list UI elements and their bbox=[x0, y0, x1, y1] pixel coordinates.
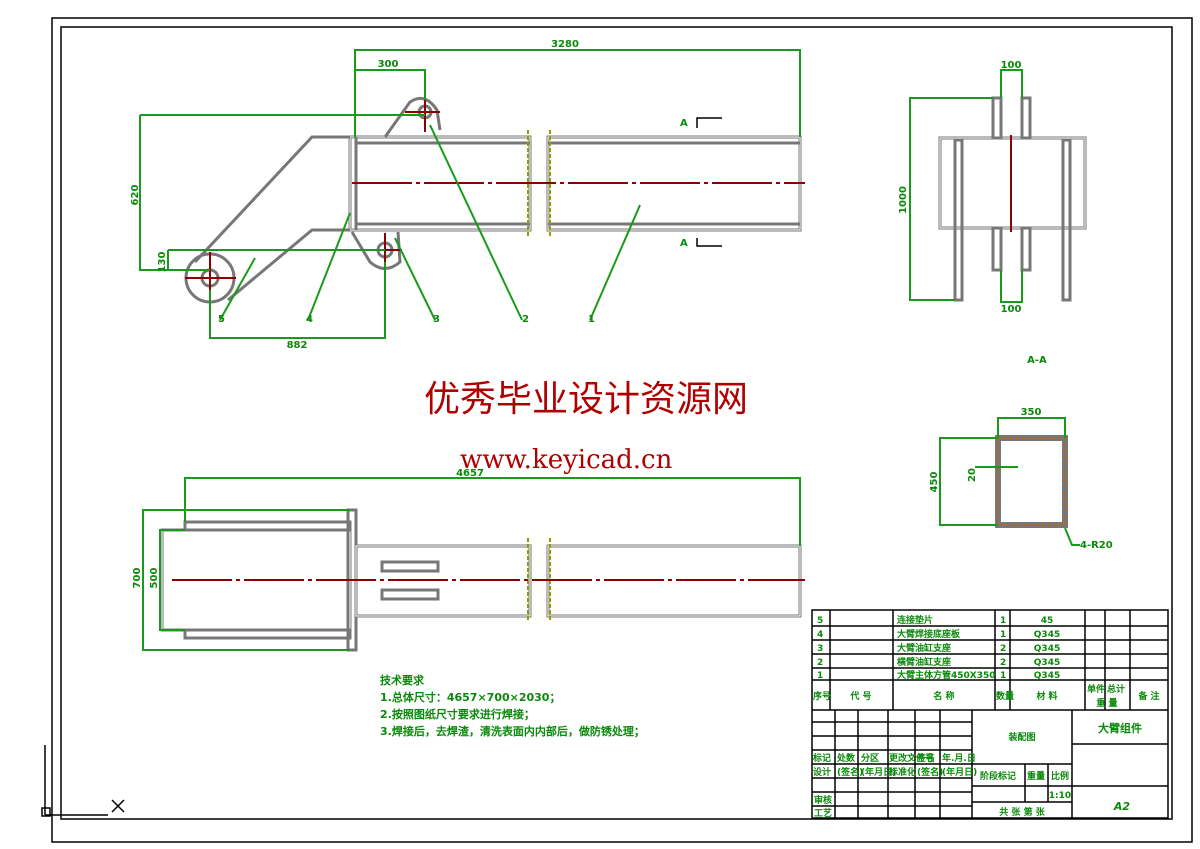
watermark-url: www.keyicad.cn bbox=[460, 445, 673, 475]
watermark-title: 优秀毕业设计资源网 bbox=[424, 379, 749, 420]
bom-qty: 1 bbox=[1000, 630, 1006, 640]
sheet-size: A2 bbox=[1113, 800, 1131, 813]
dim-side-height: 1000 bbox=[898, 186, 909, 214]
part-label-1: 1 bbox=[588, 314, 595, 325]
dim-bottom-length: 4657 bbox=[456, 468, 484, 479]
tech-requirement-item: 3.焊接后，去焊渣，清洗表面内内部后，做防锈处理； bbox=[380, 725, 645, 738]
weight-label: 重量 bbox=[1027, 770, 1045, 782]
bom-header-material: 材 料 bbox=[1035, 690, 1057, 702]
sign-label: 设计 bbox=[813, 766, 831, 778]
section-view: A-A 350 450 20 4-R20 bbox=[929, 355, 1113, 551]
sign-label: 标准化 bbox=[888, 766, 916, 778]
dim-bottom-outer: 700 bbox=[132, 568, 143, 589]
dim-base-span: 882 bbox=[287, 340, 308, 351]
tech-requirement-item: 1.总体尺寸：4657×700×2030； bbox=[380, 691, 561, 704]
dim-radius: 4-R20 bbox=[1080, 540, 1113, 551]
bom-header-total: 总计 bbox=[1107, 683, 1125, 695]
bom-header-name: 名 称 bbox=[933, 690, 954, 702]
outer-frame bbox=[51, 17, 1193, 843]
bom-material: Q345 bbox=[1034, 658, 1060, 668]
ucs-icon bbox=[41, 745, 125, 817]
sheets-label: 共 张 第 张 bbox=[999, 806, 1045, 818]
bom-material: 45 bbox=[1041, 616, 1054, 626]
rev-label: 年.月.日 bbox=[942, 752, 976, 764]
front-view-dimensions: 3280 300 620 130 882 bbox=[130, 39, 801, 351]
dim-wall: 20 bbox=[967, 468, 978, 482]
dim-bottom-inner: 500 bbox=[149, 568, 160, 589]
bom-qty: 1 bbox=[1000, 616, 1006, 626]
bom-header-unit: 单件 bbox=[1087, 683, 1105, 695]
bom-material: Q345 bbox=[1034, 671, 1060, 681]
dim-height: 620 bbox=[130, 185, 141, 206]
section-mark-bottom: A bbox=[680, 238, 688, 249]
sign-label: (签名) bbox=[917, 766, 943, 778]
process-label: 工艺 bbox=[814, 807, 832, 819]
dim-section-height: 450 bbox=[929, 472, 940, 493]
bom-name: 大臂主体方管450X350 bbox=[897, 669, 996, 681]
rev-label: 签名 bbox=[916, 752, 935, 764]
bom-no: 5 bbox=[817, 616, 823, 626]
bom-qty: 2 bbox=[1000, 658, 1006, 668]
part-leaders: 1 2 3 4 5 bbox=[218, 124, 641, 325]
bom-header: 序号 代 号 名 称 数量 材 料 单件 总计 重 量 备 注 bbox=[813, 683, 1160, 709]
review-label: 审核 bbox=[814, 794, 832, 806]
ratio-label: 比例 bbox=[1051, 770, 1069, 782]
top-view: 4657 700 500 bbox=[132, 468, 805, 652]
dim-pin-offset: 300 bbox=[378, 59, 399, 70]
drawing-type: 装配图 bbox=[1007, 731, 1035, 743]
bom-rows: 5 连接垫片 1 45 4 大臂焊接底座板 1 Q345 3 大臂油缸支座 2 … bbox=[817, 614, 1060, 681]
dim-section-width: 350 bbox=[1021, 407, 1042, 418]
bom-no: 1 bbox=[817, 671, 823, 681]
part-label-5: 5 bbox=[218, 314, 225, 325]
part-name: 大臂组件 bbox=[1098, 721, 1142, 735]
bom-name: 连接垫片 bbox=[897, 614, 933, 626]
rev-label: 处数 bbox=[836, 752, 856, 764]
tech-requirement-item: 2.按照图纸尺寸要求进行焊接； bbox=[380, 708, 535, 721]
bom-material: Q345 bbox=[1034, 644, 1060, 654]
bom-name: 大臂焊接底座板 bbox=[897, 628, 961, 640]
bom-qty: 1 bbox=[1000, 671, 1006, 681]
bom-header-weight: 重 量 bbox=[1096, 697, 1117, 709]
dim-small-offset: 130 bbox=[157, 252, 168, 273]
tech-requirements-title: 技术要求 bbox=[380, 674, 424, 687]
sign-label: (签名) bbox=[837, 766, 863, 778]
bom-qty: 2 bbox=[1000, 644, 1006, 654]
bom-header-code: 代 号 bbox=[849, 690, 871, 702]
dim-side-bottom: 100 bbox=[1001, 304, 1022, 315]
tech-requirements: 技术要求 1.总体尺寸：4657×700×2030； 2.按照图纸尺寸要求进行焊… bbox=[380, 672, 645, 740]
part-label-3: 3 bbox=[433, 314, 440, 325]
bom-header-qty: 数量 bbox=[996, 690, 1014, 702]
section-markers: A A bbox=[680, 117, 722, 249]
revision-labels: 标记 处数 分区 更改文件号 签名 年.月.日 设计 (签名) (年月日) 标准… bbox=[812, 752, 977, 819]
bom-no: 3 bbox=[817, 644, 823, 654]
rev-label: 更改文件号 bbox=[889, 752, 934, 764]
part-label-2: 2 bbox=[522, 314, 529, 325]
bom-header-remark: 备 注 bbox=[1137, 690, 1159, 702]
scale-value: 1:10 bbox=[1049, 791, 1071, 801]
stage-label: 阶段标记 bbox=[980, 770, 1016, 782]
bom-name: 大臂油缸支座 bbox=[897, 642, 951, 654]
bom-material: Q345 bbox=[1034, 630, 1060, 640]
bom-no: 4 bbox=[817, 630, 823, 640]
sign-label: (年月日) bbox=[861, 766, 896, 778]
bom-no: 2 bbox=[817, 658, 823, 668]
dim-side-top: 100 bbox=[1001, 60, 1022, 71]
bom-name: 横臂油缸支座 bbox=[897, 656, 951, 668]
section-label: A-A bbox=[1027, 355, 1047, 366]
inner-frame bbox=[60, 26, 1173, 820]
title-block: 5 连接垫片 1 45 4 大臂焊接底座板 1 Q345 3 大臂油缸支座 2 … bbox=[811, 609, 1169, 819]
bom-header-no: 序号 bbox=[813, 690, 831, 702]
rev-label: 标记 bbox=[812, 752, 831, 764]
dim-top-length: 3280 bbox=[551, 39, 579, 50]
front-view bbox=[184, 95, 805, 304]
side-view: 1000 100 100 bbox=[898, 60, 1087, 315]
section-mark-top: A bbox=[680, 118, 688, 129]
part-label-4: 4 bbox=[306, 314, 313, 325]
rev-label: 分区 bbox=[861, 752, 879, 764]
sign-label: (年月日) bbox=[942, 766, 977, 778]
